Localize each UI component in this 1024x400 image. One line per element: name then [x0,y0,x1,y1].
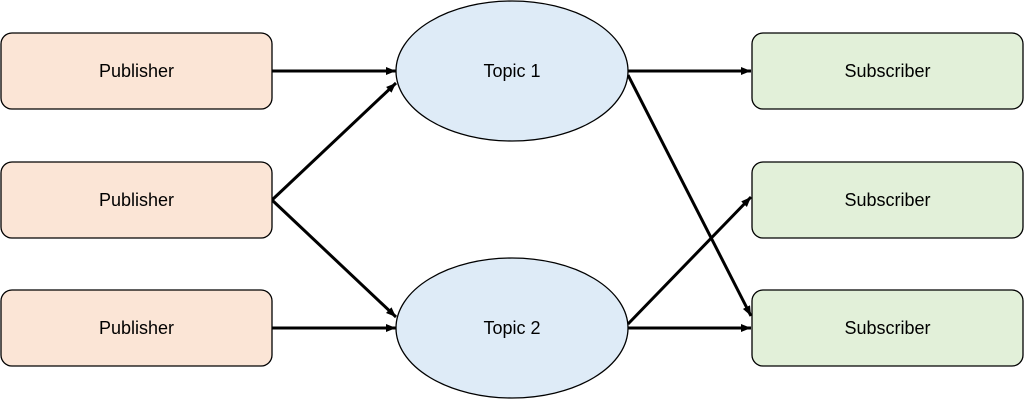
publisher-label: Publisher [99,190,174,210]
subscriber-node: Subscriber [751,289,1024,367]
edge-publisher-2-to-topic-2 [270,198,398,319]
edge-publisher-2-to-topic-1 [270,81,398,202]
subscriber-label: Subscriber [844,190,930,210]
publisher-box [0,289,273,367]
edges-group [270,67,753,332]
subscriber-label: Subscriber [844,318,930,338]
topic-label: Topic 2 [483,318,540,338]
subscriber-node: Subscriber [751,161,1024,239]
subscriber-node: Subscriber [751,32,1024,110]
topic-ellipse [395,0,629,142]
subscriber-label: Subscriber [844,61,930,81]
publisher-node: Publisher [0,161,273,239]
publisher-label: Publisher [99,61,174,81]
publisher-box [0,32,273,110]
topic-node: Topic 1 [395,0,629,142]
edge-topic-2-to-subscriber-2 [626,195,753,326]
topic-label: Topic 1 [483,61,540,81]
publisher-node: Publisher [0,289,273,367]
edge-topic-1-to-subscriber-3 [626,74,753,317]
subscriber-box [751,161,1024,239]
subscriber-box [751,32,1024,110]
subscriber-box [751,289,1024,367]
publisher-node: Publisher [0,32,273,110]
publisher-box [0,161,273,239]
publisher-label: Publisher [99,318,174,338]
topic-node: Topic 2 [395,257,629,399]
topic-ellipse [395,257,629,399]
